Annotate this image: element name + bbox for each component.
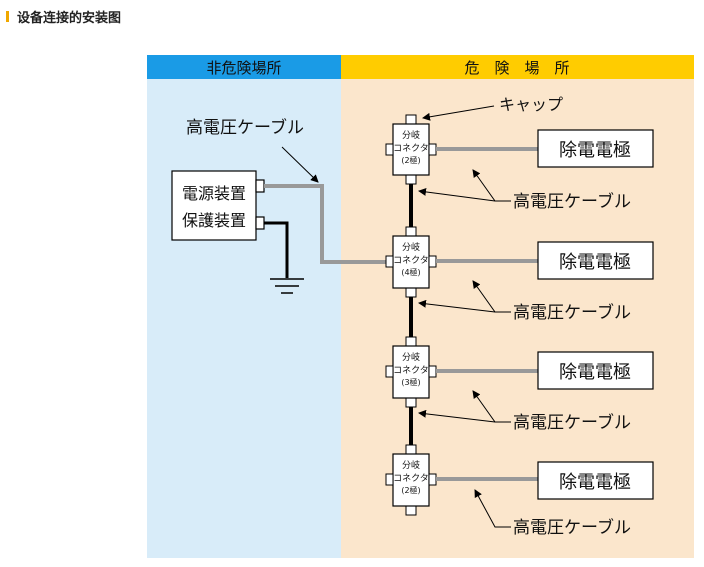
connector-name: 分岐 — [402, 129, 420, 141]
cable-label-arrow — [418, 187, 496, 202]
branch-connector: 分岐 コネクタ (3極) — [385, 336, 437, 408]
electrode-label: 除電電極 — [559, 140, 631, 161]
connector-name: 分岐 — [402, 241, 420, 253]
connector-poles: (4極) — [401, 267, 420, 277]
static-eliminator-electrode: 除電電極 — [537, 351, 654, 390]
connector-poles: (2極) — [401, 155, 420, 165]
connector-type: コネクタ — [393, 143, 429, 154]
connector-poles: (2極) — [401, 485, 420, 495]
left-cable-arrow — [281, 146, 319, 183]
ground-symbol-icon — [270, 278, 304, 294]
electrode-label: 除電電極 — [559, 362, 631, 383]
top-cap — [405, 114, 417, 125]
branch-connector: 分岐 コネクタ (2極) — [385, 123, 437, 185]
cap-arrow — [422, 105, 495, 121]
left-cable-label: 高電圧ケーブル — [186, 117, 304, 138]
cable-label-arrow — [474, 489, 511, 528]
device-output-port — [255, 179, 265, 193]
header-accent-bar — [6, 10, 9, 22]
safe-zone-area — [147, 55, 341, 558]
section-header: 设备连接的安装图 — [6, 6, 121, 26]
hazard-zone-header — [341, 55, 694, 79]
connector-type: コネクタ — [393, 365, 429, 376]
static-eliminator-electrode: 除電電極 — [537, 461, 654, 500]
device-label-line1: 電源装置 — [182, 184, 246, 203]
connector-type: コネクタ — [393, 473, 429, 484]
safe-zone-header — [147, 55, 341, 79]
static-eliminator-electrode: 除電電極 — [537, 241, 654, 280]
section-title: 设备连接的安装图 — [17, 10, 122, 26]
device-ground-port — [255, 216, 265, 230]
hazard-zone-label: 危 険 場 所 — [464, 59, 569, 77]
electrode-label: 除電電極 — [559, 252, 631, 273]
connector-poles: (3極) — [401, 377, 420, 387]
power-supply-device — [171, 170, 257, 241]
cable-label-arrow — [418, 299, 496, 313]
branch-connector: 分岐 コネクタ (2極) — [385, 444, 437, 516]
safe-zone-label: 非危険場所 — [206, 59, 281, 77]
cable-label: 高電圧ケーブル — [513, 191, 631, 212]
cable-label: 高電圧ケーブル — [513, 517, 631, 538]
cable-label: 高電圧ケーブル — [513, 412, 631, 433]
cap-label: キャップ — [499, 95, 563, 114]
ground-wire — [264, 221, 289, 278]
connector-name: 分岐 — [402, 459, 420, 471]
connector-name: 分岐 — [402, 351, 420, 363]
cable-label-arrow — [418, 409, 496, 423]
cable-label: 高電圧ケーブル — [513, 302, 631, 323]
device-label-line2: 保護装置 — [182, 211, 246, 230]
electrode-label: 除電電極 — [559, 472, 631, 493]
main-hv-cable — [264, 184, 386, 264]
connector-type: コネクタ — [393, 255, 429, 266]
branch-connector: 分岐 コネクタ (4極) — [385, 226, 437, 298]
static-eliminator-electrode: 除電電極 — [537, 129, 654, 168]
